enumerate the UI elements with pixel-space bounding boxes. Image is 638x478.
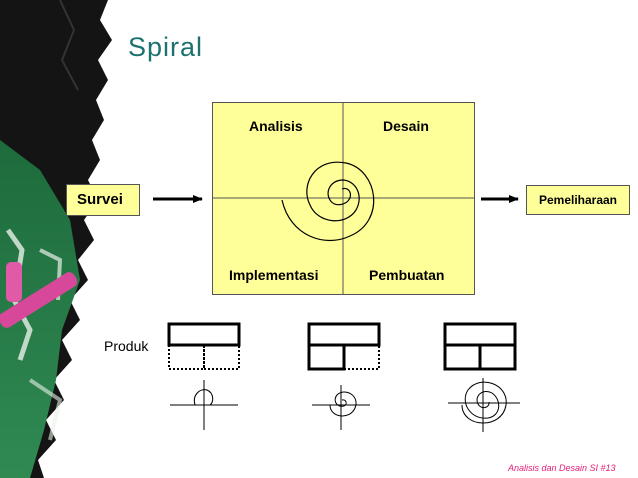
product-diagram-2 <box>307 322 381 371</box>
produk-label: Produk <box>104 338 149 354</box>
large-spiral-icon <box>281 161 375 242</box>
small-spiral-1-icon <box>170 380 238 430</box>
page-title: Spiral <box>128 32 204 62</box>
footer-text: Analisis dan Desain SI #13 <box>508 463 616 473</box>
product-diagram-3 <box>443 322 517 371</box>
product-diagram-1 <box>167 322 241 370</box>
small-spiral-3-icon <box>448 378 520 432</box>
chalk-icon <box>0 272 78 328</box>
quadrant-implementasi: Implementasi <box>229 267 319 283</box>
quadrant-analisis: Analisis <box>249 118 303 134</box>
quadrant-desain: Desain <box>383 118 429 134</box>
small-spiral-2-icon <box>312 385 370 430</box>
pemeliharaan-box: Pemeliharaan <box>526 185 630 215</box>
survei-box: Survei <box>66 184 140 216</box>
quadrant-pembuatan: Pembuatan <box>369 267 445 283</box>
chalkboard-decoration <box>0 0 130 478</box>
